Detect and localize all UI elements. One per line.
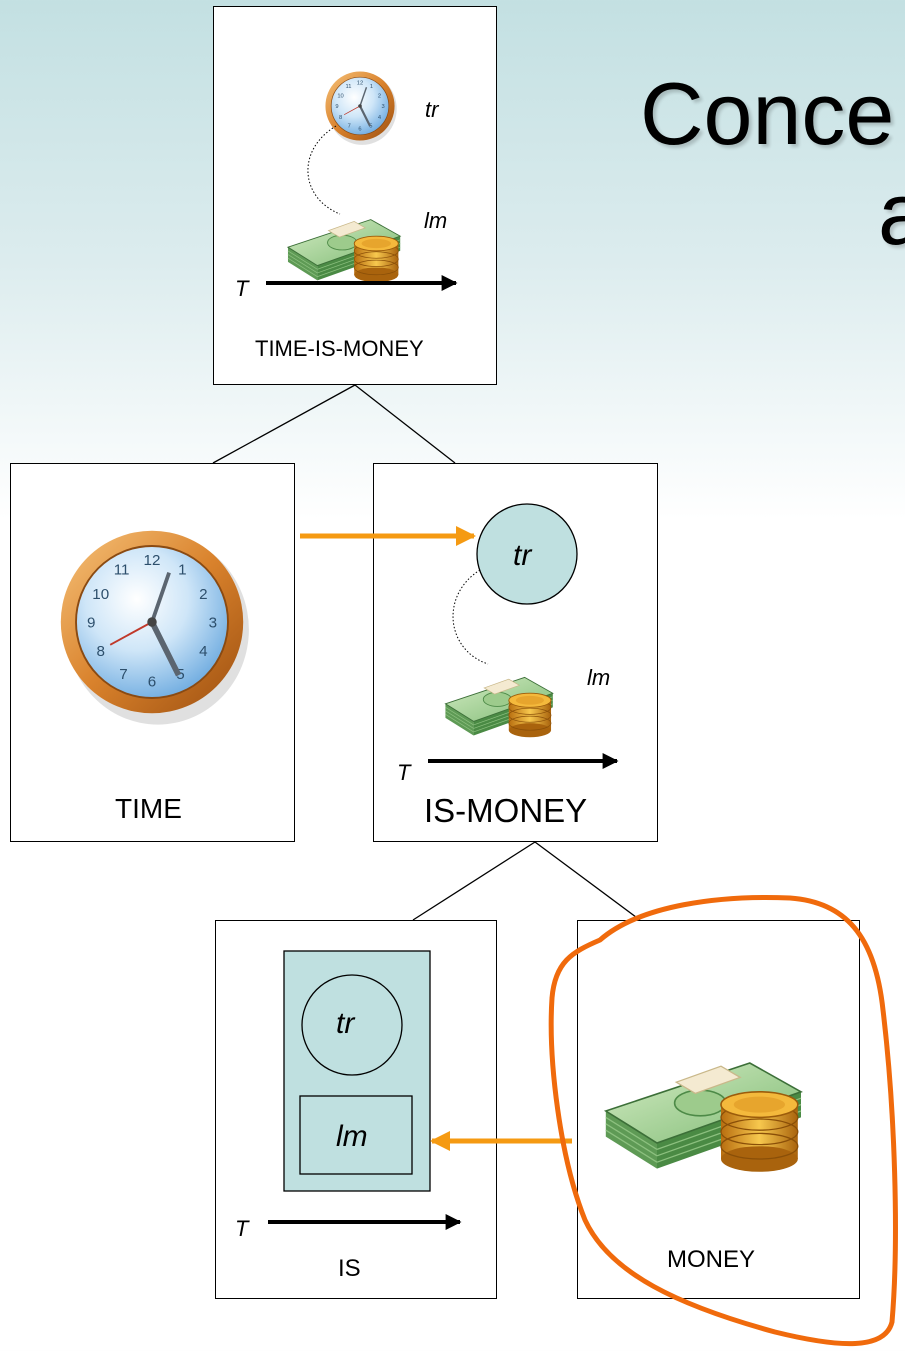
branch-mid-left <box>412 841 536 921</box>
money-icon <box>604 1062 802 1173</box>
highlight-loop <box>548 895 898 1347</box>
node-time-is-money <box>213 6 497 385</box>
role-label-tr: tr <box>513 539 532 572</box>
slide-title-line-1: Conce <box>640 64 895 163</box>
time-axis-label: T <box>235 276 249 301</box>
node-label-time: TIME <box>115 793 182 824</box>
branch-top-left <box>212 384 356 464</box>
node-label-is: IS <box>338 1255 361 1282</box>
role-label-lm: lm <box>424 208 448 233</box>
role-label-tr: tr <box>336 1007 355 1040</box>
tr-role-circle <box>476 503 578 605</box>
role-label-lm: lm <box>587 665 611 690</box>
dotted-link <box>452 569 489 665</box>
time-axis-label: T <box>397 760 411 785</box>
tr-role-circle <box>301 974 403 1076</box>
slide-title-line-2: a <box>878 164 905 263</box>
money-icon <box>445 676 554 738</box>
lm-role-box <box>299 1095 413 1175</box>
role-label-tr: tr <box>425 97 439 122</box>
node-label-time-is-money: TIME-IS-MONEY <box>255 336 424 361</box>
money-icon <box>287 219 401 283</box>
time-axis-label: T <box>235 1216 249 1241</box>
dotted-link <box>307 125 341 215</box>
node-label-money: MONEY <box>667 1246 756 1273</box>
node-label-is-money: IS-MONEY <box>424 792 588 829</box>
clock-icon <box>324 70 398 146</box>
branch-top-right <box>354 384 456 464</box>
role-label-lm: lm <box>336 1120 368 1153</box>
clock-icon <box>61 531 249 725</box>
branch-mid-right <box>534 841 641 921</box>
